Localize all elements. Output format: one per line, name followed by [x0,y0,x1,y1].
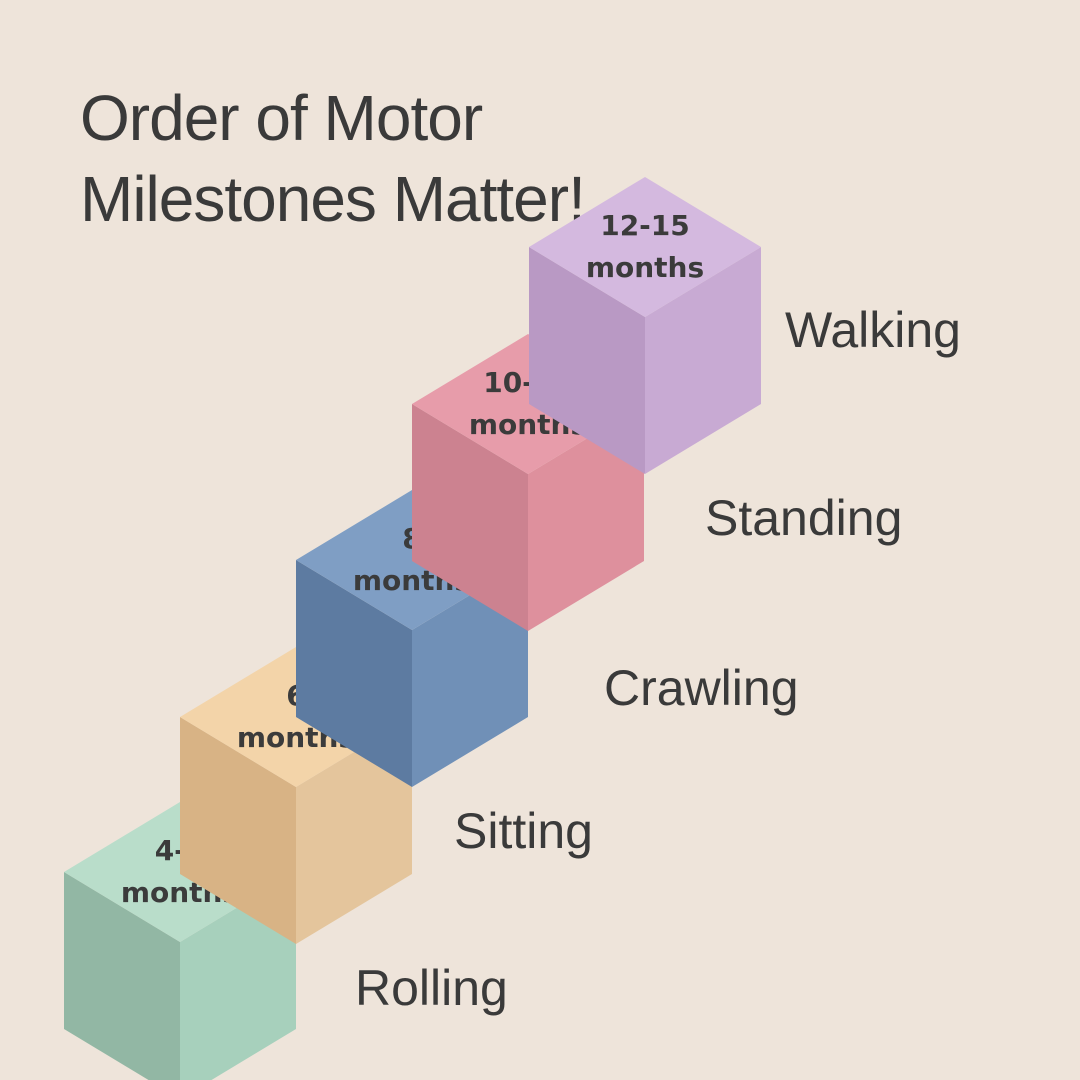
milestone-label-walking: Walking [785,302,961,358]
cube-top-face [529,177,761,317]
milestone-label-sitting: Sitting [454,803,593,859]
step-cube-walking: 12-15 months [529,177,761,474]
cube-left-face [529,247,645,474]
cube-left-face [412,404,528,631]
cube-left-face [180,717,296,944]
cube-right-face [412,560,528,787]
cube-left-face [64,872,180,1080]
cube-right-face [645,247,761,474]
cube-right-face [528,404,644,631]
page-title: Order of Motor Milestones Matter! [80,82,586,235]
milestone-label-rolling: Rolling [355,960,508,1016]
milestone-label-standing: Standing [705,490,903,546]
cube-left-face [296,560,412,787]
step-age-number: 12-15 [600,209,690,242]
step-age-unit: months [586,251,704,284]
cube-right-face [296,717,412,944]
milestone-label-crawling: Crawling [604,660,799,716]
